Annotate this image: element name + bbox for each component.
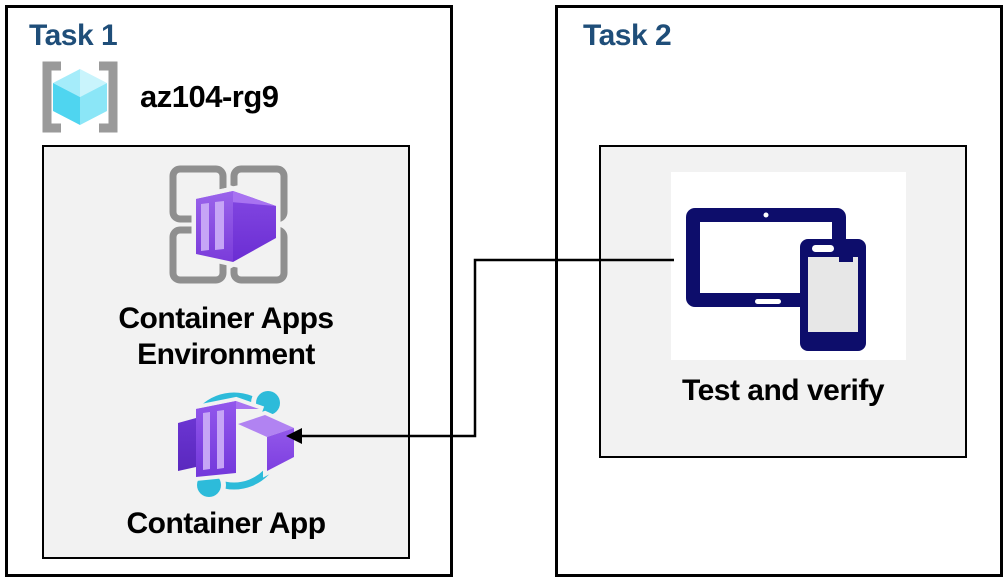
left-bracket-shape (42, 61, 61, 133)
resource-group-name: az104-rg9 (140, 79, 279, 114)
resource-group-icon (42, 61, 118, 133)
test-and-verify-label: Test and verify (681, 374, 885, 407)
test-icon-card (671, 172, 906, 360)
task1-box: Task 1 az104-rg9 (5, 5, 453, 577)
container-app-icon (174, 386, 302, 501)
phone-shape (800, 239, 866, 351)
task2-title: Task 2 (583, 19, 672, 52)
container-boxes-shape (178, 401, 294, 477)
container-app-label: Container App (126, 507, 326, 540)
environment-label: Container Apps Environment (118, 302, 334, 371)
resource-group-row: az104-rg9 (34, 60, 279, 134)
task2-inner-panel: Test and verify (599, 145, 967, 458)
task2-box: Task 2 T (555, 5, 1003, 577)
right-bracket-shape (99, 61, 118, 133)
container-apps-environment-icon (169, 165, 288, 284)
task1-inner-panel: Container Apps Environment (42, 145, 410, 559)
task1-title: Task 1 (29, 19, 118, 52)
container-box-shape (196, 191, 276, 262)
tablet-and-phone-icon (686, 208, 866, 351)
